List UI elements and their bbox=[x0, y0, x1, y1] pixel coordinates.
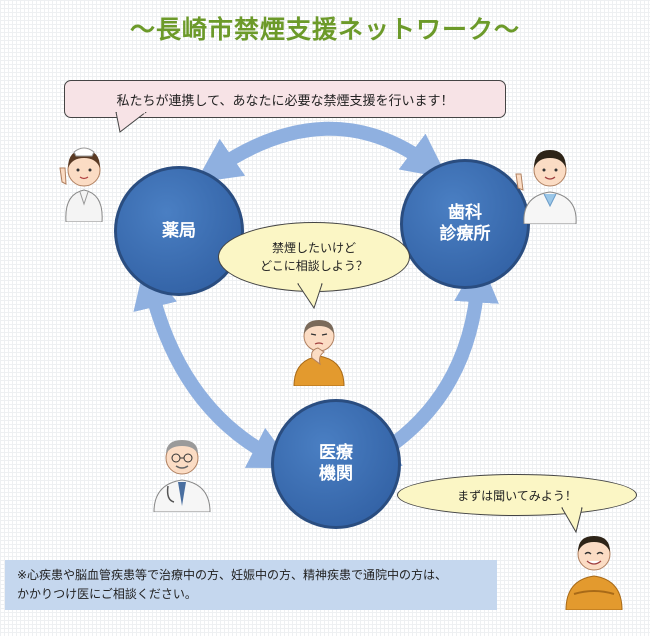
note-text-2: かかりつけ医にご相談ください。 bbox=[17, 587, 197, 601]
doctor-figure-icon bbox=[153, 440, 211, 512]
node-medical-institution: 医療 機関 bbox=[271, 399, 401, 529]
note-text-1: ※心疾患や脳血管疾患等で治療中の方、妊娠中の方、精神疾患で通院中の方は、 bbox=[17, 568, 448, 582]
node-pharmacy-label: 薬局 bbox=[162, 220, 196, 241]
worry-text-1: 禁煙したいけど bbox=[271, 241, 356, 255]
node-dental-label-1: 歯科 bbox=[448, 203, 482, 223]
worry-bubble-tail bbox=[297, 282, 323, 310]
node-medical-label-1: 医療 bbox=[319, 443, 353, 463]
note-box: ※心疾患や脳血管疾患等で治療中の方、妊娠中の方、精神疾患で通院中の方は、 かかり… bbox=[5, 560, 497, 610]
ask-bubble-tail bbox=[561, 506, 583, 534]
worried-man-figure-icon bbox=[293, 320, 345, 386]
top-bubble-text: 私たちが連携して、あなたに必要な禁煙支援を行います！ bbox=[116, 93, 454, 109]
ask-text: まずは聞いてみよう！ bbox=[457, 488, 577, 503]
nurse-figure-icon bbox=[59, 147, 103, 222]
pharmacist-figure-icon bbox=[515, 150, 577, 224]
page-title: ～長崎市禁煙支援ネットワーク～ bbox=[129, 15, 520, 44]
top-bubble-tail bbox=[115, 112, 147, 133]
node-pharmacy: 薬局 bbox=[114, 166, 244, 296]
arrow-pharmacy-medical bbox=[133, 263, 295, 469]
worry-speech-bubble: 禁煙したいけど どこに相談しよう？ bbox=[218, 222, 410, 292]
worry-text-2: どこに相談しよう？ bbox=[260, 259, 368, 273]
smiling-man-figure-icon bbox=[565, 536, 623, 610]
node-dental-label-2: 診療所 bbox=[439, 224, 491, 244]
node-medical-label-2: 機関 bbox=[319, 464, 353, 484]
node-dental-clinic: 歯科 診療所 bbox=[400, 159, 530, 289]
arrow-pharmacy-dental bbox=[195, 121, 448, 183]
ask-speech-bubble: まずは聞いてみよう！ bbox=[397, 474, 637, 516]
